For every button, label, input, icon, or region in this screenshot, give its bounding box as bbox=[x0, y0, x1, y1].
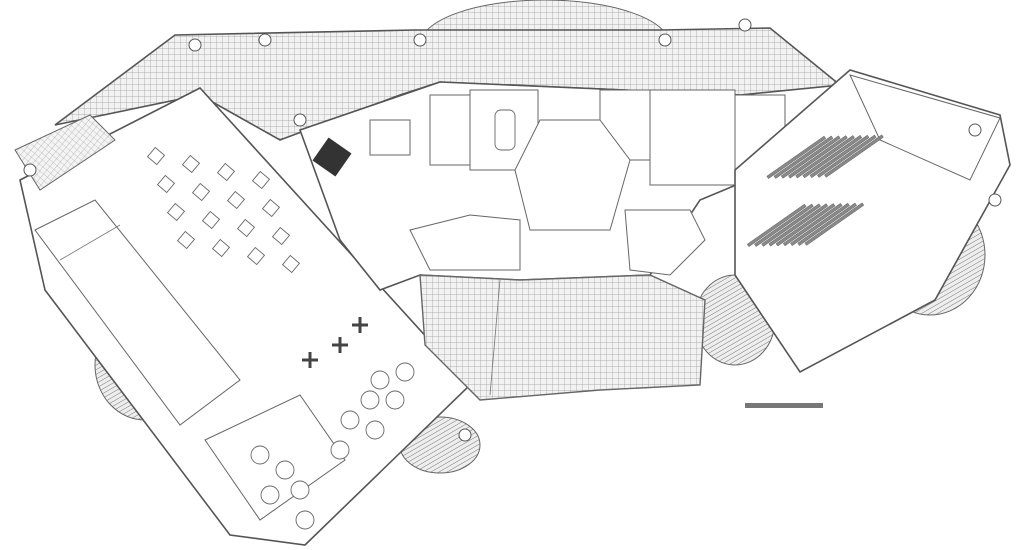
drawing-title-label bbox=[745, 403, 823, 408]
north-terrace bbox=[54, 27, 843, 141]
seat-row bbox=[768, 203, 829, 247]
reception bbox=[369, 119, 411, 156]
planter bbox=[413, 33, 427, 47]
square-table bbox=[251, 170, 271, 190]
planter bbox=[293, 113, 307, 127]
square-table bbox=[226, 190, 246, 210]
dark-stair bbox=[312, 137, 352, 177]
planter bbox=[258, 33, 272, 47]
seat-row bbox=[824, 134, 884, 178]
lower-office-right bbox=[624, 209, 706, 276]
south-plaza bbox=[419, 274, 706, 401]
square-table bbox=[281, 254, 301, 274]
square-table bbox=[246, 246, 266, 266]
round-table bbox=[290, 480, 310, 500]
office-left bbox=[429, 94, 471, 166]
round-table bbox=[260, 485, 280, 505]
boardroom-table bbox=[494, 109, 516, 151]
seat-row bbox=[773, 135, 834, 179]
auditorium-seating bbox=[746, 134, 884, 248]
planter bbox=[188, 38, 202, 52]
round-table bbox=[395, 362, 415, 382]
left-wing-dining-hall bbox=[19, 87, 472, 546]
square-table bbox=[176, 230, 196, 250]
square-table bbox=[271, 226, 291, 246]
round-table bbox=[340, 410, 360, 430]
square-table bbox=[181, 154, 201, 174]
cross-table bbox=[332, 337, 348, 353]
seat-row bbox=[790, 202, 850, 247]
square-table bbox=[146, 146, 166, 166]
round-table bbox=[370, 370, 390, 390]
office-right-1 bbox=[649, 89, 736, 186]
square-table bbox=[191, 182, 211, 202]
left-wing-lower-room bbox=[204, 394, 346, 521]
cross-table bbox=[352, 317, 368, 333]
seat-row bbox=[775, 203, 836, 247]
seat-row bbox=[809, 134, 870, 178]
planter bbox=[738, 18, 752, 32]
planters bbox=[23, 18, 1002, 442]
seat-row bbox=[802, 134, 863, 179]
square-table bbox=[261, 198, 281, 218]
round-table bbox=[275, 460, 295, 480]
round-table bbox=[360, 390, 380, 410]
square-table bbox=[211, 238, 231, 258]
round-table bbox=[385, 390, 405, 410]
round-table bbox=[295, 510, 315, 530]
planter bbox=[988, 193, 1002, 207]
seat-row bbox=[746, 203, 807, 248]
square-table bbox=[216, 162, 236, 182]
seat-row bbox=[788, 135, 848, 179]
square-table bbox=[201, 210, 221, 230]
lower-office-left bbox=[409, 214, 521, 271]
seat-row bbox=[782, 203, 843, 247]
seat-row bbox=[761, 203, 821, 247]
square-table bbox=[156, 174, 176, 194]
cross-table bbox=[302, 352, 318, 368]
round-tables bbox=[250, 317, 415, 530]
seat-row bbox=[816, 134, 877, 178]
planter bbox=[23, 163, 37, 177]
planter bbox=[658, 33, 672, 47]
square-table bbox=[236, 218, 256, 238]
planter bbox=[458, 428, 472, 442]
round-table bbox=[250, 445, 270, 465]
square-table bbox=[166, 202, 186, 222]
seat-row bbox=[804, 202, 865, 246]
round-table bbox=[365, 420, 385, 440]
seat-row bbox=[754, 203, 814, 247]
seat-row bbox=[780, 135, 841, 179]
left-wing-corridor-hatch bbox=[14, 114, 116, 191]
round-table bbox=[330, 440, 350, 460]
right-wing-service bbox=[849, 74, 1001, 181]
central-lobby bbox=[514, 119, 631, 231]
left-wing-kitchen bbox=[34, 199, 241, 426]
planter bbox=[968, 123, 982, 137]
seat-row bbox=[797, 202, 857, 246]
seat-row bbox=[795, 135, 855, 179]
dining-tables bbox=[146, 146, 301, 274]
seat-row bbox=[766, 135, 827, 179]
